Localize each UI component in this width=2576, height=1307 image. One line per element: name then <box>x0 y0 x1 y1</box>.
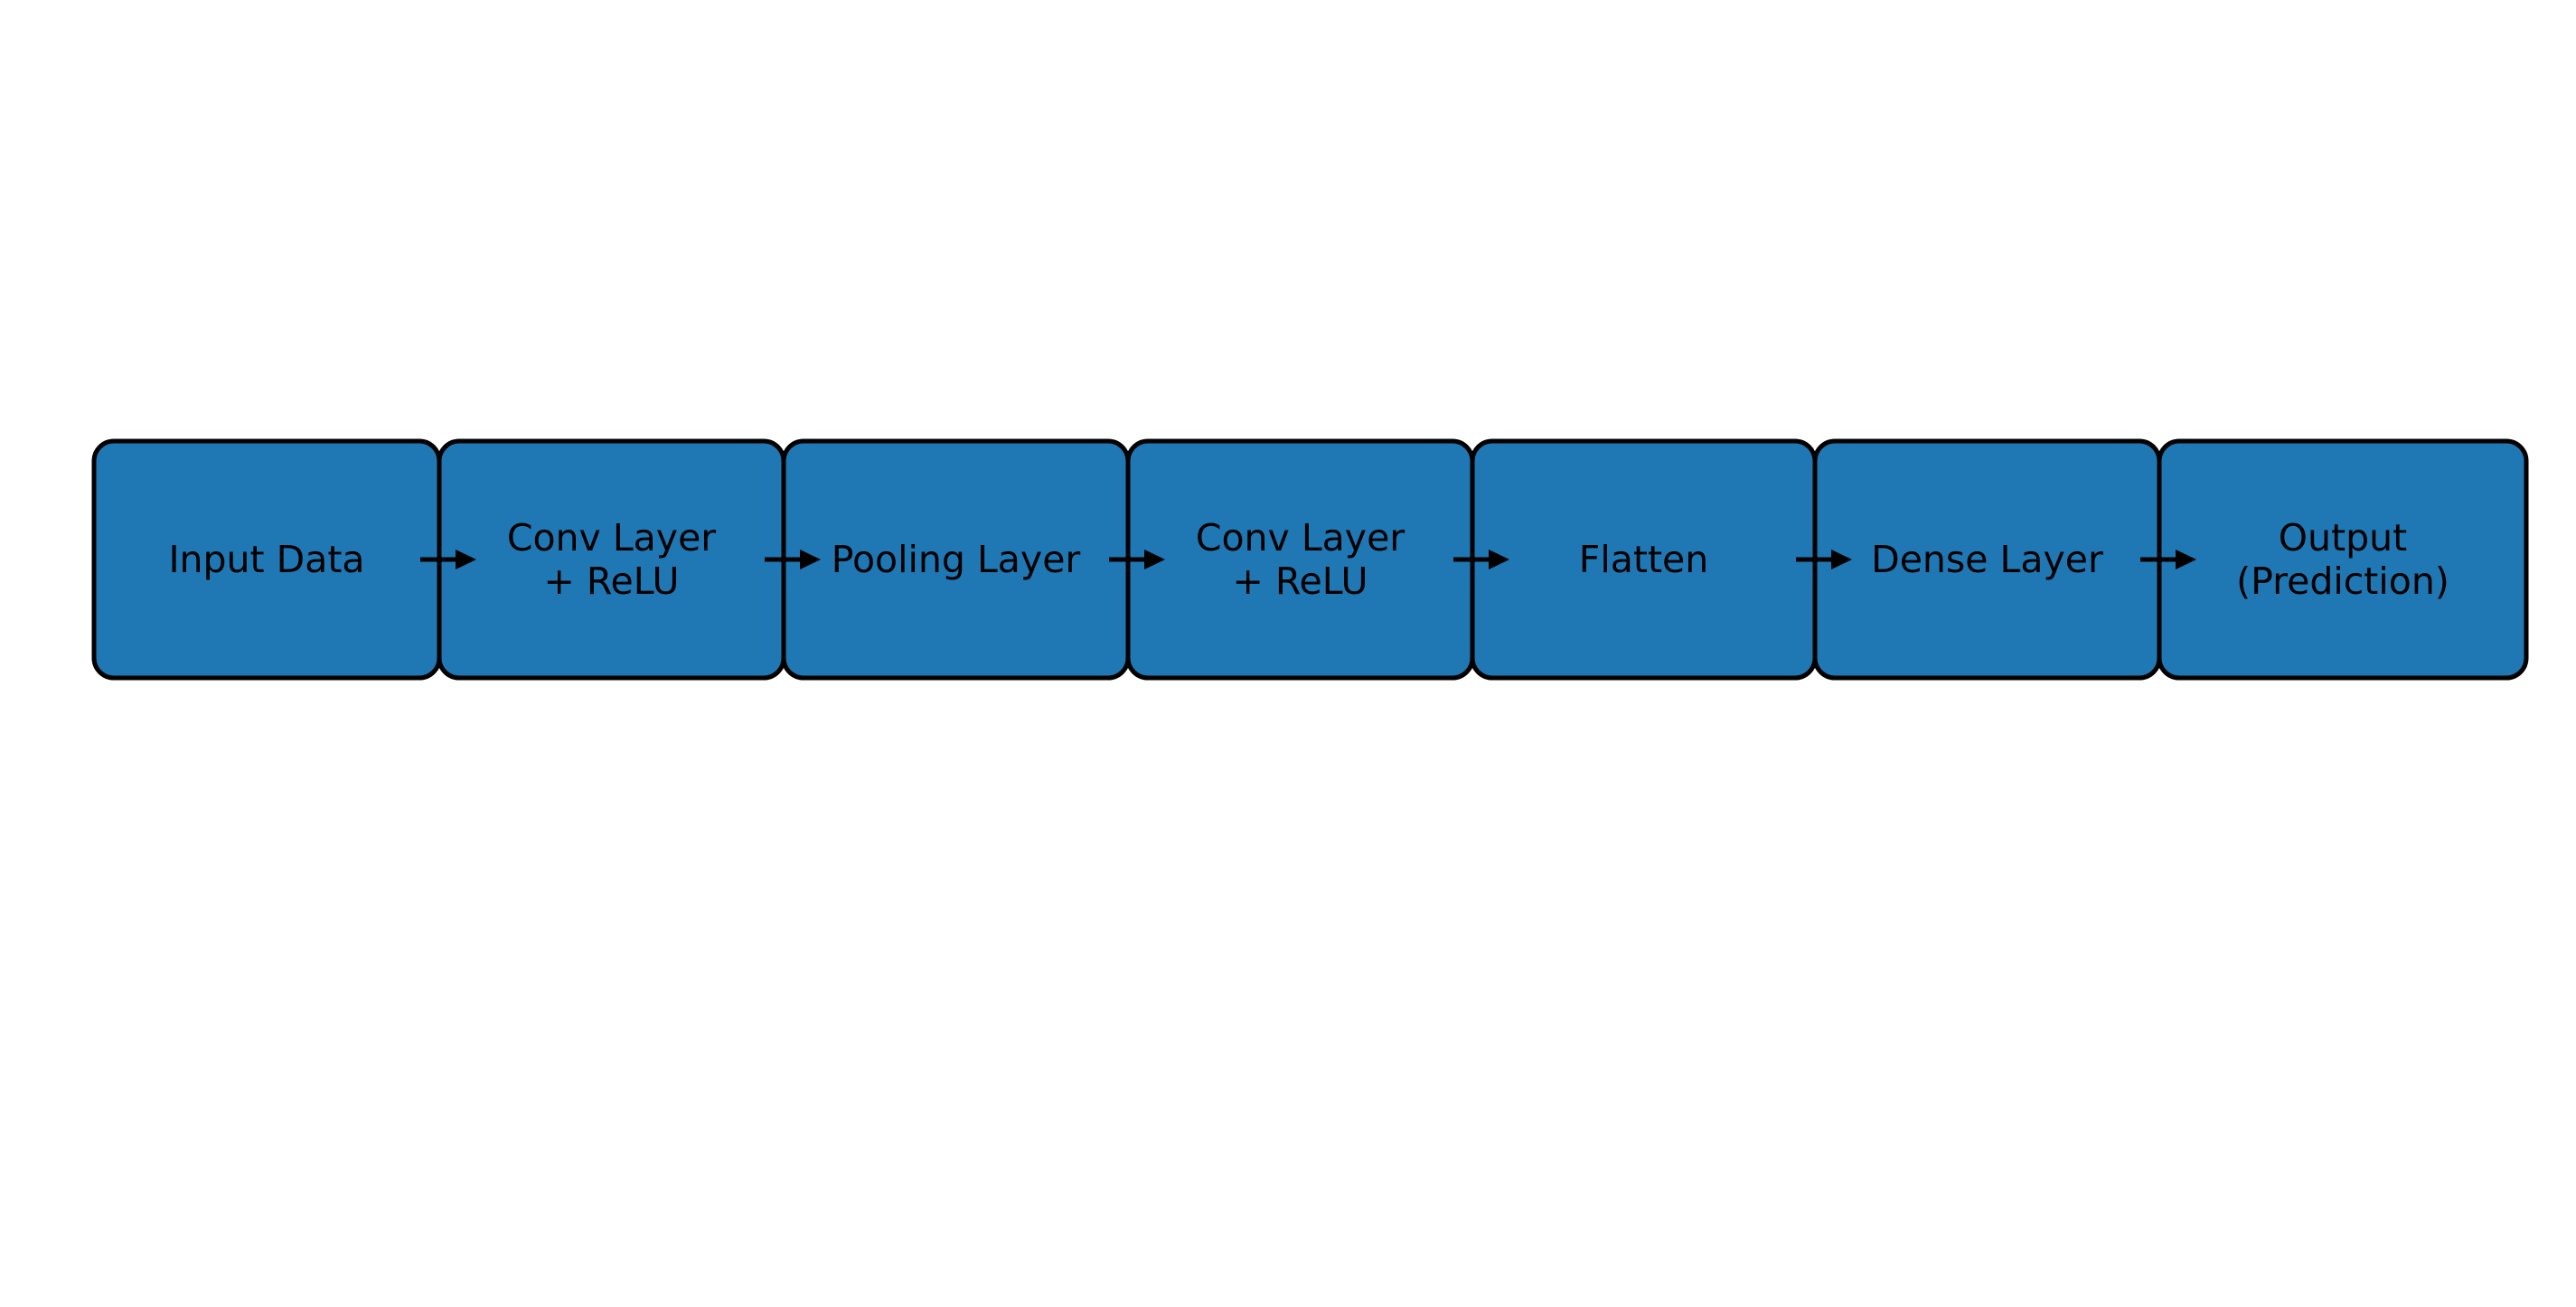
node-conv-relu-1-box <box>437 438 786 681</box>
flow-arrow-3 <box>1109 550 1165 569</box>
node-conv-relu-2-box <box>1125 438 1475 681</box>
node-output-box <box>2157 438 2529 681</box>
flow-arrow-5 <box>1796 550 1852 569</box>
node-dense-box <box>1812 438 2162 681</box>
node-flatten-box <box>1470 438 1818 681</box>
flow-arrow-1 <box>420 550 476 569</box>
flow-arrow-2 <box>765 550 821 569</box>
flow-arrow-4 <box>1453 550 1509 569</box>
node-input-data-box <box>91 438 442 681</box>
flow-arrow-6 <box>2140 550 2196 569</box>
node-pooling-box <box>781 438 1131 681</box>
